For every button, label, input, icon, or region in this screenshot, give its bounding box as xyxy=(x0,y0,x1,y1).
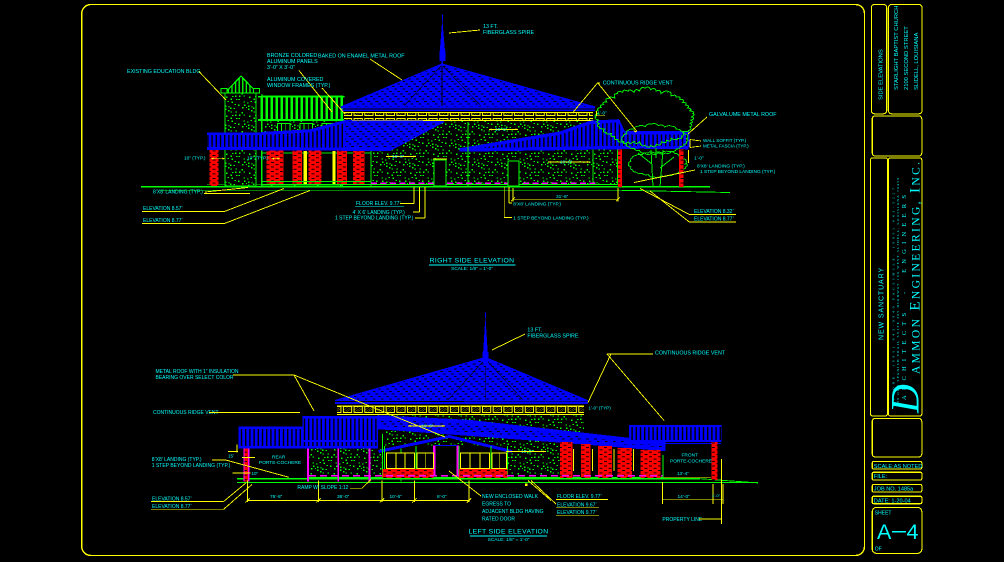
svg-text:10”: 10” xyxy=(252,471,259,476)
svg-text:FILE:: FILE: xyxy=(874,474,888,480)
svg-text:10’-0”: 10’-0” xyxy=(392,154,405,160)
svg-text:1’-0”: 1’-0” xyxy=(694,156,704,162)
svg-text:10’-0”: 10’-0” xyxy=(521,449,534,455)
svg-text:10’-0”: 10’-0” xyxy=(560,160,573,166)
svg-text:14’-0”: 14’-0” xyxy=(678,494,691,500)
svg-text:ELEVATION 8.32’: ELEVATION 8.32’ xyxy=(694,209,734,215)
svg-text:FRONT: FRONT xyxy=(682,453,699,459)
svg-text:ELEVATION 9.77’: ELEVATION 9.77’ xyxy=(557,510,597,516)
svg-text:D: D xyxy=(883,384,928,414)
svg-text:REAR: REAR xyxy=(272,455,286,461)
svg-text:ELEVATION 8.57’: ELEVATION 8.57’ xyxy=(143,206,183,212)
svg-text:SIDE ELEVATIONS: SIDE ELEVATIONS xyxy=(879,49,885,100)
svg-text:1 STEP BEYOND LANDING (TYP.): 1 STEP BEYOND LANDING (TYP.) xyxy=(513,215,589,221)
svg-text:8’X8’ LANDING (TYP.): 8’X8’ LANDING (TYP.) xyxy=(513,201,561,207)
svg-text:76’-8”: 76’-8” xyxy=(270,494,283,500)
svg-text:CONTINUOUS RIDGE VENT: CONTINUOUS RIDGE VENT xyxy=(153,410,219,416)
svg-text:JOB NO. 1485a: JOB NO. 1485a xyxy=(874,487,914,493)
svg-text:RAMP W/ SLOPE 1:12: RAMP W/ SLOPE 1:12 xyxy=(297,485,348,491)
svg-text:ELEVATION 9.67’: ELEVATION 9.67’ xyxy=(557,503,597,509)
svg-text:10’-0”: 10’-0” xyxy=(495,127,508,133)
svg-text:1’-0”: 1’-0” xyxy=(712,493,721,498)
svg-text:10” (TYP.): 10” (TYP.) xyxy=(184,156,206,162)
svg-text:2100 SECOND STREET: 2100 SECOND STREET xyxy=(904,26,910,90)
svg-text:10’-0”: 10’-0” xyxy=(421,424,434,430)
svg-text:PROPERTY LINE: PROPERTY LINE xyxy=(662,517,702,523)
svg-text:10’-6”: 10’-6” xyxy=(390,494,403,500)
svg-text:15’: 15’ xyxy=(228,454,234,459)
svg-text:13 FT.: 13 FT. xyxy=(483,24,498,30)
svg-text:RATED DOOR: RATED DOOR xyxy=(482,517,515,523)
svg-text:DATE: 1-20-04: DATE: 1-20-04 xyxy=(874,498,911,504)
svg-text:1 STEP BEYOND LANDING (TYP.): 1 STEP BEYOND LANDING (TYP.) xyxy=(335,215,414,221)
svg-text:10” (TYP.): 10” (TYP.) xyxy=(247,156,269,162)
svg-text:1’-0” (TYP): 1’-0” (TYP) xyxy=(589,406,612,411)
svg-text:8’X8’ LANDING (TYP.): 8’X8’ LANDING (TYP.) xyxy=(153,190,203,196)
svg-text:NEW ENCLOSED WALK: NEW ENCLOSED WALK xyxy=(482,494,539,500)
svg-text:CONTINUOUS RIDGE VENT: CONTINUOUS RIDGE VENT xyxy=(655,351,726,357)
svg-text:13 FT.: 13 FT. xyxy=(527,328,542,334)
svg-text:1 STEP BEYOND LANDING (TYP.): 1 STEP BEYOND LANDING (TYP.) xyxy=(152,463,231,469)
svg-text:STARLIGHT BAPTIST CHURCH: STARLIGHT BAPTIST CHURCH xyxy=(894,6,900,90)
svg-text:36’-0”: 36’-0” xyxy=(337,494,350,500)
svg-text:ELEVATION 8.77’: ELEVATION 8.77’ xyxy=(152,504,192,510)
svg-text:600 OLD SPANISH TRAIL SUITE 3: 600 OLD SPANISH TRAIL SUITE 305 HIGHWAY … xyxy=(896,178,901,406)
svg-text:4’ X 6’ LANDING (TYP.): 4’ X 6’ LANDING (TYP.) xyxy=(353,210,406,216)
svg-text:ELEVATION 8.77’: ELEVATION 8.77’ xyxy=(694,217,734,223)
svg-text:SCALE: 1/8” = 1’-0”: SCALE: 1/8” = 1’-0” xyxy=(488,537,530,543)
svg-text:FIBERGLASS SPIRE: FIBERGLASS SPIRE xyxy=(527,334,579,340)
svg-text:WINDOW FRAMES (TYP.): WINDOW FRAMES (TYP.) xyxy=(267,83,331,89)
svg-text:ALUMINUM COVERED: ALUMINUM COVERED xyxy=(267,77,324,83)
svg-text:ADJACENT BLDG HAVING: ADJACENT BLDG HAVING xyxy=(482,509,544,515)
svg-text:LEFT SIDE ELEVATION: LEFT SIDE ELEVATION xyxy=(469,529,549,536)
svg-text:4: 4 xyxy=(907,520,919,544)
svg-text:BEARING OVER SELECT COLOR: BEARING OVER SELECT COLOR xyxy=(156,375,234,381)
svg-text:EXISTING EDUCATION BLDG: EXISTING EDUCATION BLDG xyxy=(127,69,201,75)
svg-text:METAL FASCIA (TYP.): METAL FASCIA (TYP.) xyxy=(703,143,749,148)
svg-text:8’X8’ LANDING (TYP.): 8’X8’ LANDING (TYP.) xyxy=(152,457,202,463)
svg-text:SCALE: 1/8” = 1’-0”: SCALE: 1/8” = 1’-0” xyxy=(451,266,493,272)
svg-text:OF: OF xyxy=(875,547,882,553)
svg-text:ELEVATION 8.77’: ELEVATION 8.77’ xyxy=(143,218,183,224)
svg-text:SLIDELL, LOUISIANA: SLIDELL, LOUISIANA xyxy=(914,33,920,90)
svg-text:1 STEP BEYOND LANDING (TYP.): 1 STEP BEYOND LANDING (TYP.) xyxy=(700,169,776,175)
svg-text:PHONE: (985) 643-0940 F: PHONE: (985) 643-0940 FACSIMILE: (985) 6… xyxy=(892,188,896,400)
svg-text:RIGHT SIDE ELEVATION: RIGHT SIDE ELEVATION xyxy=(430,258,515,265)
svg-text:13’-4”: 13’-4” xyxy=(677,471,689,476)
svg-text:A: A xyxy=(877,520,892,544)
svg-text:8’X8’ LANDING (TYP.): 8’X8’ LANDING (TYP.) xyxy=(697,164,745,170)
svg-text:NEW SANCTUARY: NEW SANCTUARY xyxy=(879,267,886,340)
svg-text:AMMON ENGINEERING, INC.: AMMON ENGINEERING, INC. xyxy=(908,162,924,374)
svg-text:PORTE-COCHERE: PORTE-COCHERE xyxy=(670,458,712,464)
svg-text:EGRESS TO: EGRESS TO xyxy=(482,502,511,508)
svg-text:BRONZE COLORED: BRONZE COLORED xyxy=(267,53,317,59)
svg-text:METAL ROOF WITH 1” INSULATION: METAL ROOF WITH 1” INSULATION xyxy=(156,369,239,375)
svg-text:BAKED ON ENAMEL METAL ROOF: BAKED ON ENAMEL METAL ROOF xyxy=(318,54,405,60)
svg-text:SHEET: SHEET xyxy=(875,511,892,517)
svg-text:1’-0”: 1’-0” xyxy=(598,111,608,116)
svg-text:WALL SOFFIT (TYP.): WALL SOFFIT (TYP.) xyxy=(703,138,747,143)
svg-text:8’-0”: 8’-0” xyxy=(437,494,447,500)
svg-text:SCALE:AS NOTED: SCALE:AS NOTED xyxy=(874,464,923,470)
svg-text:PORTE-COCHERE: PORTE-COCHERE xyxy=(259,460,301,466)
svg-text:GALVALUME METAL ROOF: GALVALUME METAL ROOF xyxy=(709,112,777,118)
svg-text:CONTINUOUS RIDGE VENT: CONTINUOUS RIDGE VENT xyxy=(603,81,674,87)
svg-text:FIBERGLASS SPIRE: FIBERGLASS SPIRE xyxy=(483,30,535,36)
svg-text:31’-6”: 31’-6” xyxy=(556,194,569,200)
svg-text:3’-0” X 3’-0”: 3’-0” X 3’-0” xyxy=(267,65,295,71)
svg-text:FLOOR ELEV. 9.77’: FLOOR ELEV. 9.77’ xyxy=(356,201,401,207)
svg-text:ELEVATION 8.57’: ELEVATION 8.57’ xyxy=(152,496,192,502)
svg-text:ALUMINUM PANELS: ALUMINUM PANELS xyxy=(267,59,318,65)
svg-text:FLOOR ELEV. 9.77’: FLOOR ELEV. 9.77’ xyxy=(557,494,602,500)
